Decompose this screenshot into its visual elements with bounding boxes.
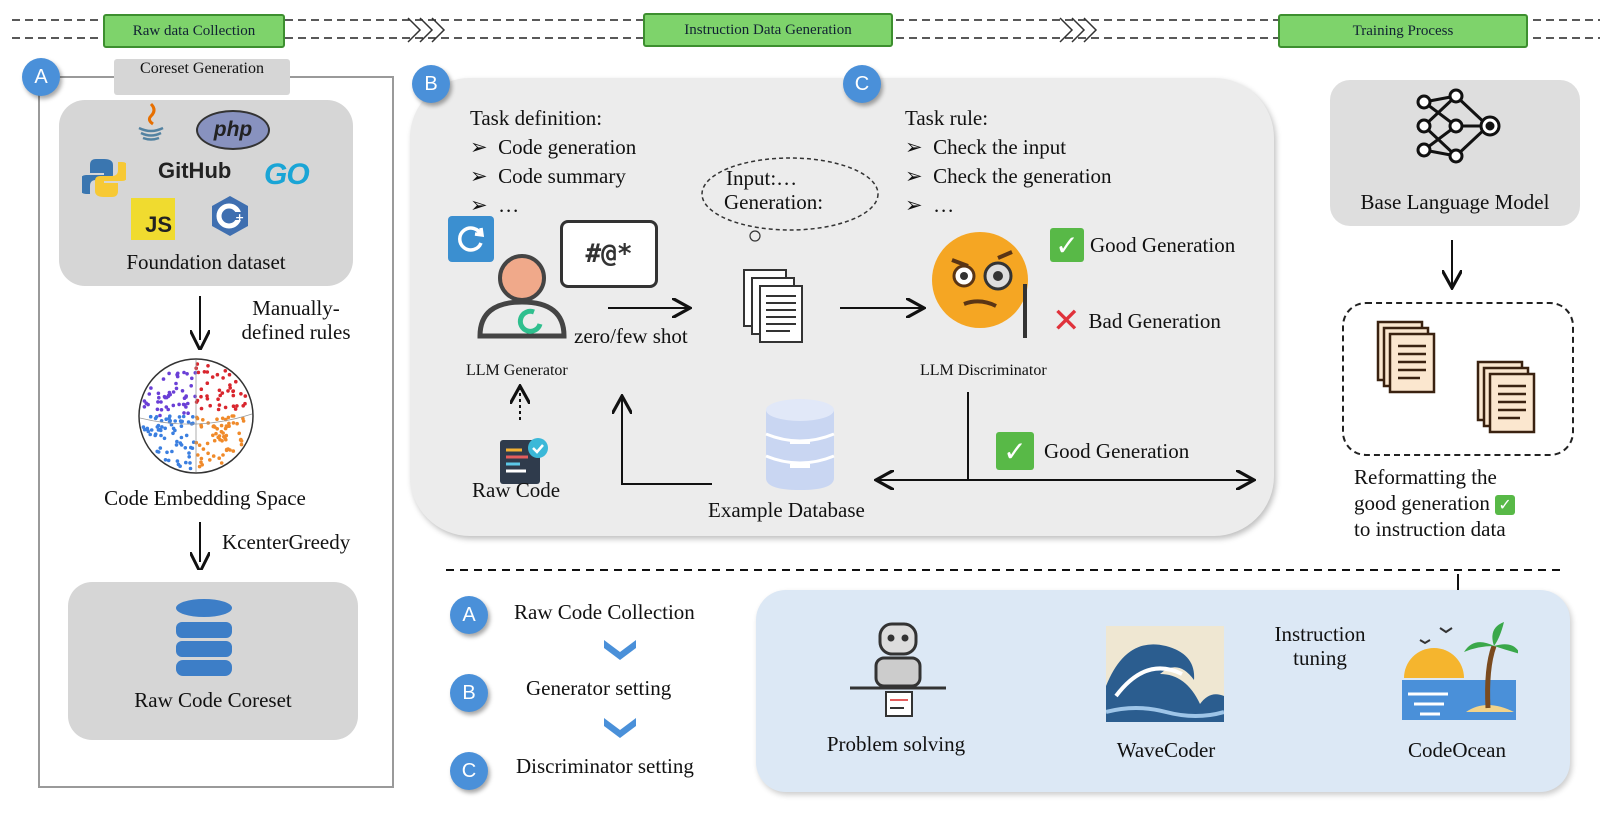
task-rule-item: ➢ … [905,193,955,217]
kcenter-label: KcenterGreedy [222,530,351,554]
rules-label: Manually-defined rules [241,296,351,344]
refresh-icon [448,216,494,262]
chevron-down-icon [602,716,638,745]
cross-icon: ✕ [1052,301,1081,341]
codeocean-label: CodeOcean [1408,738,1506,762]
person-icon [470,250,570,347]
reformat-line-3: to instruction data [1354,517,1506,541]
chevron-down-icon [602,638,638,667]
reformat-line-1: Reformatting the [1354,465,1497,489]
js-logo: JS [131,198,175,240]
speech-bubble: #@* [560,220,658,288]
reformat-line-2: good generation ✓ [1354,490,1516,516]
embedding-label: Code Embedding Space [104,486,306,510]
good-generation-bottom: ✓ Good Generation [996,432,1189,470]
bad-label: Bad Generation [1088,308,1221,333]
task-def-item: ➢ Code generation [470,135,637,159]
php-logo: php [196,110,270,150]
badge-c: C [843,65,881,103]
thought-cloud [701,157,879,242]
neural-network-icon [1412,86,1502,171]
shot-label: zero/few shot [574,324,688,348]
cloud-input: Input:… [726,166,798,190]
foundation-label: Foundation dataset [126,250,286,274]
tuning-label: Instruction tuning [1250,622,1390,670]
task-def-title: Task definition: [470,106,603,130]
badge-b: B [412,65,450,103]
raw-code-label: Raw Code [472,478,561,502]
tuning-line-2: tuning [1293,646,1347,670]
stage-raw-data: Raw data Collection [103,14,285,48]
cpp-logo: + [208,194,252,238]
go-logo: GO [264,158,310,191]
good-generation: ✓ Good Generation [1050,228,1235,262]
embedding-sphere [138,358,254,474]
good-bottom-label: Good Generation [1044,438,1190,463]
legend-badge-a: A [450,596,488,634]
python-icon [80,156,128,205]
legend-label-a: Raw Code Collection [514,600,695,624]
wavecoder-label: WaveCoder [1116,738,1216,762]
badge-a: A [22,58,60,96]
bad-generation: ✕ Bad Generation [1052,304,1221,338]
legend-badge-b: B [450,674,488,712]
task-rule-title: Task rule: [905,106,989,130]
task-rule: Task rule: ➢ Check the input ➢ Check the… [905,104,1112,220]
check-icon: ✓ [996,432,1034,470]
check-icon: ✓ [1050,228,1084,262]
task-def-item: ➢ … [470,193,520,217]
example-db-label: Example Database [708,498,865,522]
documents-icon [742,268,806,351]
tuning-line-1: Instruction [1274,622,1366,646]
good-label: Good Generation [1090,232,1236,257]
stage-instruction-generation: Instruction Data Generation [643,13,893,47]
ocean-island-icon [1400,620,1520,729]
coreset-tab: Coreset Generation [114,59,290,95]
legend-label-c: Discriminator setting [516,754,694,778]
instruction-docs-icon [1376,318,1546,447]
cloud-generation: Generation: [724,190,824,214]
reformat-text: Reformatting the good generation ✓ to in… [1354,464,1516,542]
java-icon [134,100,168,147]
wave-icon [1105,626,1225,727]
chevron-icon [407,17,1098,43]
discriminator-face-icon [930,228,1038,345]
example-database-icon [762,398,838,497]
problem-solving-label: Problem solving [826,732,966,756]
arrows-panel-a [180,296,220,570]
reformat-box [1342,302,1574,456]
stage-training: Training Process [1278,14,1528,48]
check-icon: ✓ [1495,495,1516,515]
legend-label-b: Generator setting [526,676,672,700]
discriminator-label: LLM Discriminator [920,362,1047,379]
task-rule-item: ➢ Check the input [905,135,1067,159]
base-model-label: Base Language Model [1360,190,1550,214]
task-rule-item: ➢ Check the generation [905,164,1112,188]
github-logo: GitHub [158,158,232,183]
task-def-item: ➢ Code summary [470,164,626,188]
generator-label: LLM Generator [466,362,568,379]
coreset-label: Raw Code Coreset [134,688,292,712]
code-file-icon [498,436,550,491]
database-icon [174,598,234,681]
legend-badge-c: C [450,752,488,790]
task-definition: Task definition: ➢ Code generation ➢ Cod… [470,104,636,220]
robot-icon [846,618,950,723]
svg-text:+: + [235,211,244,224]
